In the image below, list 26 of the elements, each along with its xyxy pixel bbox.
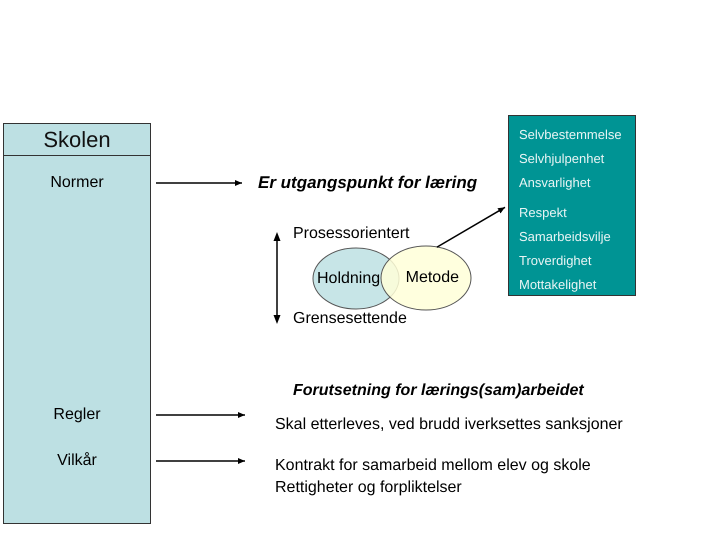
label-text: Grensesettende [293, 309, 407, 329]
value-text: Troverdighet [519, 252, 592, 270]
arrow [156, 412, 245, 418]
description-text: Rettigheter og forpliktelser [275, 478, 463, 498]
ellipse-text: Metode [406, 269, 459, 287]
heading-text: Er utgangspunkt for læring [258, 171, 478, 195]
column-heading: Skolen [4, 124, 150, 156]
arrow [436, 206, 506, 248]
value-text: Selvhjulpenhet [519, 150, 606, 168]
value-text: Mottakelighet [519, 276, 598, 294]
value-text: Selvbestemmelse [519, 126, 623, 144]
column-box [3, 123, 151, 524]
label-text: Prosessorientert [293, 224, 410, 244]
ellipse-text: Holdning [317, 270, 380, 288]
values-box [508, 115, 636, 296]
arrow [156, 458, 245, 464]
value-text: Ansvarlighet [519, 174, 592, 192]
item-text: Normer [4, 174, 150, 192]
item-text: Regler [4, 406, 150, 424]
description-text: Skal etterleves, ved brudd iverksettes sanksjoner [275, 414, 623, 436]
item-text: Vilkår [4, 452, 150, 470]
value-text: Respekt [519, 204, 568, 222]
arrow [156, 180, 242, 186]
heading-text: Forutsetning for lærings(sam)arbeidet [293, 381, 584, 401]
value-text: Samarbeidsvilje [519, 228, 612, 246]
description-text: Kontrakt for samarbeid mellom elev og skole [275, 456, 591, 476]
